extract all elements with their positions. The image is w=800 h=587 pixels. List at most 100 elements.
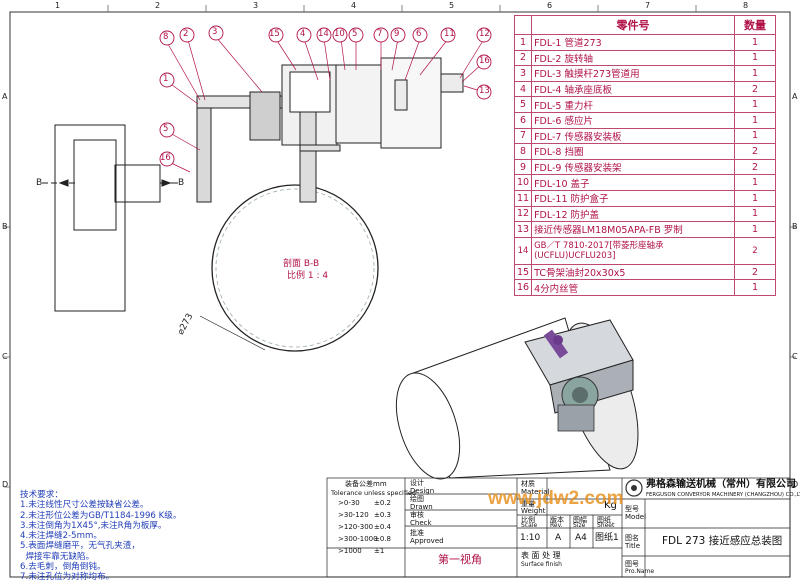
bom-name: 接近传感器LM18M05APA-FB 罗制 [531,221,735,238]
version-label-en: Rev. [550,522,563,529]
callout-bubbles [159,25,492,167]
drawing-name-label-cn: 图名 [625,534,639,542]
callout-number: 3 [212,27,218,37]
callout-number: 10 [334,29,345,39]
note-item: 5.表面焊缝磨平，无气孔夹渣， [20,541,140,552]
bom-name: FDL-3 触摸杆273管道用 [531,65,735,82]
note-item: 4.未注焊缝2-5mm。 [20,531,102,542]
bom-name: FDL-8 挡圈 [531,143,735,160]
tolerance-value: ±0.4 [374,523,391,531]
pipe-section [199,184,379,352]
material-label-cn: 材质 [521,480,535,488]
material-label-en: Material [521,488,550,496]
tolerance-value: ±1 [374,547,385,555]
bom-no: 13 [513,221,533,238]
section-name: 剖面 B-B [283,259,320,269]
row-letter-d: D [2,480,9,489]
surface-label-cn: 表 面 处 理 [521,551,561,560]
callout-number: 11 [444,29,455,39]
col-number-6: 6 [547,1,553,10]
row-letter-b-right: B [792,222,798,231]
design-label-cn: 设计 [410,479,424,487]
cut-marker-left: B [36,178,43,188]
drawn-label-cn: 绘图 [410,495,424,503]
bom-no: 15 [513,263,533,281]
weight-label-cn: 重量 [521,500,535,508]
section-scale: 比例 1 : 4 [287,271,329,281]
bom-name: 4分内丝管 [531,279,735,296]
company-logo [625,479,643,497]
bom-no: 10 [513,174,533,191]
bom-no: 7 [513,127,533,145]
bom-name: FDL-10 盖子 [531,174,735,191]
bom-no: 16 [513,279,533,296]
isometric-view [395,317,639,480]
approved-label-cn: 批准 [410,529,424,537]
bom-qty: 1 [734,279,776,296]
row-letter-c-right: C [792,352,798,361]
bom-no: 11 [513,189,533,207]
tolerance-range: >30-120 [338,511,369,519]
callout-number: 16 [479,56,490,66]
callout-number: 6 [416,29,422,39]
scale-value: 1:10 [520,533,541,543]
bom-qty: 1 [734,34,776,51]
callout-number: 15 [269,29,280,39]
callout-number: 16 [160,153,171,163]
bom-qty: 1 [734,221,776,238]
bom-name: TC骨架油封20x30x5 [531,263,735,281]
sheet-value: 图纸1 [595,533,619,543]
bom-qty: 1 [734,205,776,223]
bom-name: FDL-12 防护盖 [531,205,735,223]
part-no-label-en: Pro.Name [625,568,655,575]
bom-name: FDL-7 传感器安装板 [531,127,735,145]
tolerance-value: ±0.8 [374,535,391,543]
bom-no: 2 [513,49,533,67]
version-label-cn: 版本 [550,516,564,524]
bom-header-row: 零件号 数量 [513,15,776,35]
tolerance-title-en: Tolerance unless specified [331,489,417,497]
callout-number: 7 [377,29,383,39]
section-mechanism [196,57,464,203]
design-label-en: Design [410,487,435,495]
bom-header-no [513,15,533,35]
col-number-7: 7 [645,1,651,10]
col-number-4: 4 [351,1,357,10]
bom-name: FDL-1 管道273 [531,34,735,51]
size-value: A4 [575,533,587,543]
bom-qty: 2 [734,80,776,98]
company-name-en: FERGUSON CONVERYOR MACHINERY (CHANGZHOU)… [646,492,800,498]
callout-number: 14 [318,29,329,39]
bom-no: 12 [513,205,533,223]
bom-qty: 1 [734,65,776,82]
bom-no: 6 [513,111,533,129]
size-label-en: Size [573,522,586,529]
bom-qty: 2 [734,263,776,281]
note-item: 3.未注倒角为1X45°,未注R角为板厚。 [20,520,167,531]
col-number-8: 8 [743,1,749,10]
size-label-cn: 图幅 [573,516,587,524]
frame-ticks [4,5,796,488]
drawn-label-en: Drawn [410,503,433,511]
watermark: www.jdw2.com [488,488,624,509]
row-letter-a-right: A [792,92,798,101]
bom-no: 4 [513,80,533,98]
callout-number: 4 [300,29,306,39]
tolerance-range: >120-300 [338,523,374,531]
tolerance-range: >1000 [338,547,362,555]
row-letter-c: C [2,352,8,361]
check-label-en: Check [410,519,432,527]
bom-name: FDL-6 感应片 [531,111,735,129]
row-letter-d-right: D [792,480,799,489]
notes-list: 1.未注线性尺寸公差按缺省公差。2.未注形位公差为GB/T1184-1996 K… [20,500,181,582]
